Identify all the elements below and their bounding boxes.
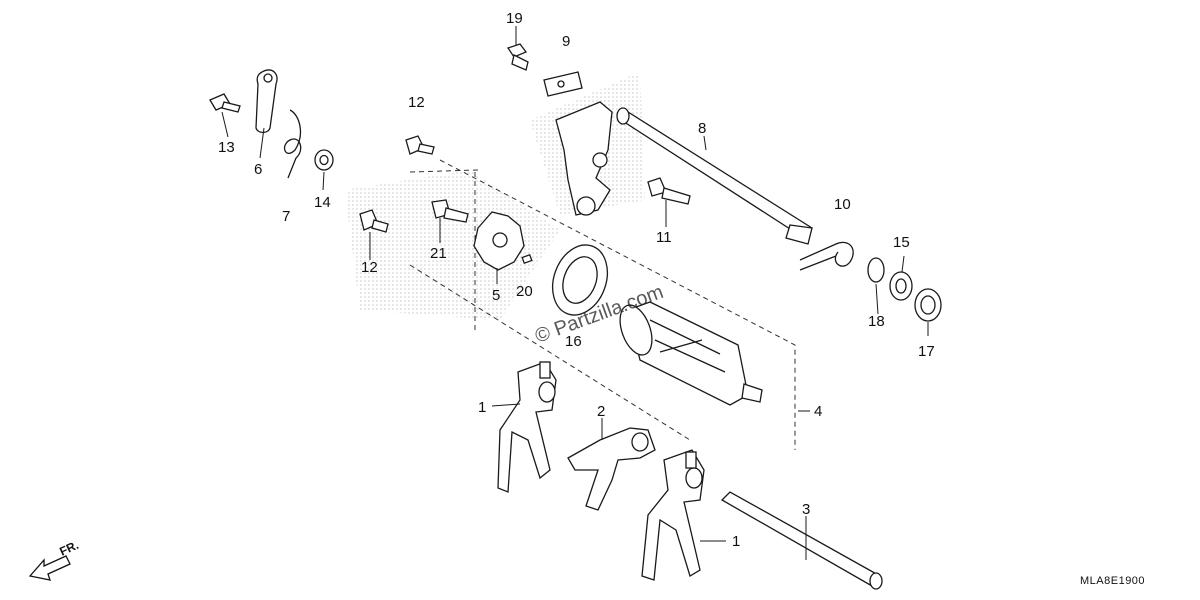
callout-1-left: 1 bbox=[478, 399, 486, 416]
leader-lines bbox=[221, 26, 929, 560]
callout-6: 6 bbox=[254, 161, 262, 178]
front-arrow-icon bbox=[28, 555, 71, 581]
part-13-bolt[interactable] bbox=[209, 93, 241, 113]
callout-21: 21 bbox=[430, 245, 447, 262]
part-17-oil-seal[interactable] bbox=[914, 288, 942, 322]
callout-8: 8 bbox=[698, 120, 706, 137]
callout-12-left: 12 bbox=[361, 259, 378, 276]
part-1-shift-fork-left[interactable] bbox=[497, 361, 557, 493]
part-4-shift-drum[interactable] bbox=[614, 301, 763, 406]
callout-15: 15 bbox=[893, 234, 910, 251]
callout-1-right: 1 bbox=[732, 533, 740, 550]
part-19-bolt[interactable] bbox=[506, 43, 529, 71]
callout-7: 7 bbox=[282, 208, 290, 225]
callout-20: 20 bbox=[516, 283, 533, 300]
callout-10: 10 bbox=[834, 196, 851, 213]
part-7-spring[interactable] bbox=[283, 109, 302, 179]
callout-12-top: 12 bbox=[408, 94, 425, 111]
callout-14: 14 bbox=[314, 194, 331, 211]
callout-18: 18 bbox=[868, 313, 885, 330]
callout-13: 13 bbox=[218, 139, 235, 156]
part-6-stopper-arm[interactable] bbox=[255, 69, 278, 134]
callout-5: 5 bbox=[492, 287, 500, 304]
part-1-shift-fork-right[interactable] bbox=[641, 449, 705, 581]
part-10-return-spring[interactable] bbox=[799, 241, 854, 271]
part-3-fork-shaft[interactable] bbox=[720, 491, 883, 590]
part-9-plate[interactable] bbox=[543, 71, 583, 97]
callout-17: 17 bbox=[918, 343, 935, 360]
part-14-washer[interactable] bbox=[314, 149, 334, 171]
part-5-drum-center[interactable] bbox=[473, 211, 525, 271]
callout-9: 9 bbox=[562, 33, 570, 50]
callout-16: 16 bbox=[565, 333, 582, 350]
part-2-shift-fork-center[interactable] bbox=[567, 427, 656, 511]
front-label: FR. bbox=[57, 538, 80, 559]
part-12-bolt-top[interactable] bbox=[405, 135, 435, 155]
part-15-washer[interactable] bbox=[889, 271, 913, 301]
part-8-shift-spindle[interactable] bbox=[555, 101, 813, 245]
callout-11: 11 bbox=[656, 229, 672, 246]
part-12-bolt-left[interactable] bbox=[359, 209, 389, 233]
front-direction-indicator: FR. bbox=[28, 538, 81, 581]
part-11-bolt[interactable] bbox=[647, 177, 691, 205]
part-21-bolt[interactable] bbox=[431, 199, 469, 223]
shading-drum-area bbox=[345, 170, 560, 320]
callout-3: 3 bbox=[802, 501, 810, 518]
callout-19: 19 bbox=[506, 10, 523, 27]
part-16-bearing[interactable] bbox=[543, 237, 616, 322]
diagram-code: MLA8E1900 bbox=[1080, 575, 1145, 587]
part-20-pin[interactable] bbox=[521, 253, 533, 265]
assembly-guide-lines bbox=[409, 159, 796, 450]
part-18-circlip[interactable] bbox=[867, 257, 885, 283]
callout-2: 2 bbox=[597, 403, 605, 420]
callout-4: 4 bbox=[814, 403, 822, 420]
